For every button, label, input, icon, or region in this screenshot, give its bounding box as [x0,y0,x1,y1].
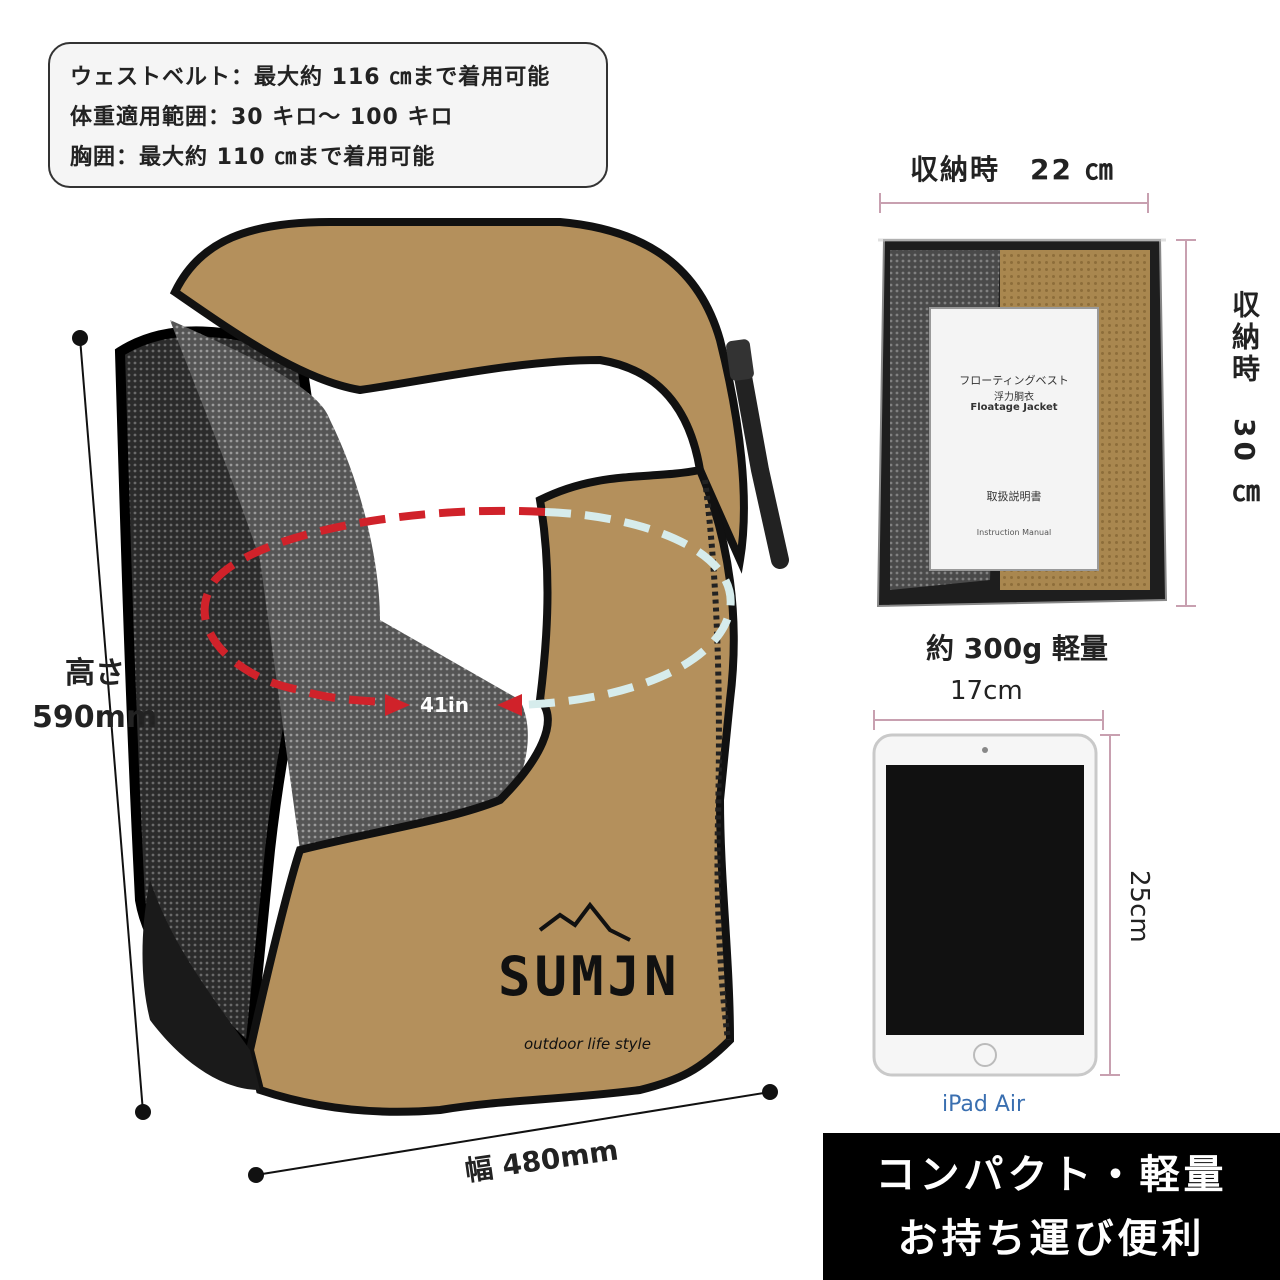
package-weight-label: 約 300g 軽量 [926,632,1108,665]
package-width-label: 収納時 22 ㎝ [910,153,1115,186]
compact-banner: コンパクト・軽量 お持ち運び便利 [823,1133,1280,1280]
height-dimension-line [72,330,151,1120]
card-title-1: フローティングベスト [959,374,1069,387]
spec-box: ウェストベルト：最大約 116 ㎝まで着用可能 体重適用範囲：30 キロ～ 10… [48,42,608,188]
ipad-height-label: 25cm [1124,870,1154,943]
brand-logo: SUMJN [498,945,681,1008]
spec-waist: ウェストベルト：最大約 116 ㎝まで着用可能 [70,65,551,90]
package-height-label: 収納時 30 ㎝ [1228,290,1261,511]
card-title-3: Floatage Jacket [970,402,1058,413]
chest-measure-ellipse [200,506,735,716]
height-value: 590mm [32,700,158,735]
package-width-line [879,193,1149,213]
card-manual: 取扱説明書 [986,490,1042,503]
card-sub: Instruction Manual [976,528,1052,537]
package-bag [876,238,1168,608]
card-title-2: 浮力胴衣 [994,392,1034,403]
brand-tagline: outdoor life style [524,1035,651,1053]
banner-line-1: コンパクト・軽量 [875,1152,1228,1198]
ipad-width-label: 17cm [950,676,1023,706]
package-height-line [1176,239,1196,607]
vest [114,218,789,1116]
ipad-device [872,733,1098,1077]
ipad-width-line [873,710,1104,730]
chest-label: 41in [420,693,469,717]
ipad-name: iPad Air [942,1092,1026,1117]
width-dimension-line [248,1084,778,1183]
ipad-height-line [1100,734,1120,1076]
height-label: 高さ [65,656,125,691]
spec-weight: 体重適用範囲：30 キロ～ 100 キロ [70,105,454,130]
banner-line-2: お持ち運び便利 [897,1216,1206,1262]
spec-chest: 胸囲：最大約 110 ㎝まで着用可能 [70,145,436,170]
